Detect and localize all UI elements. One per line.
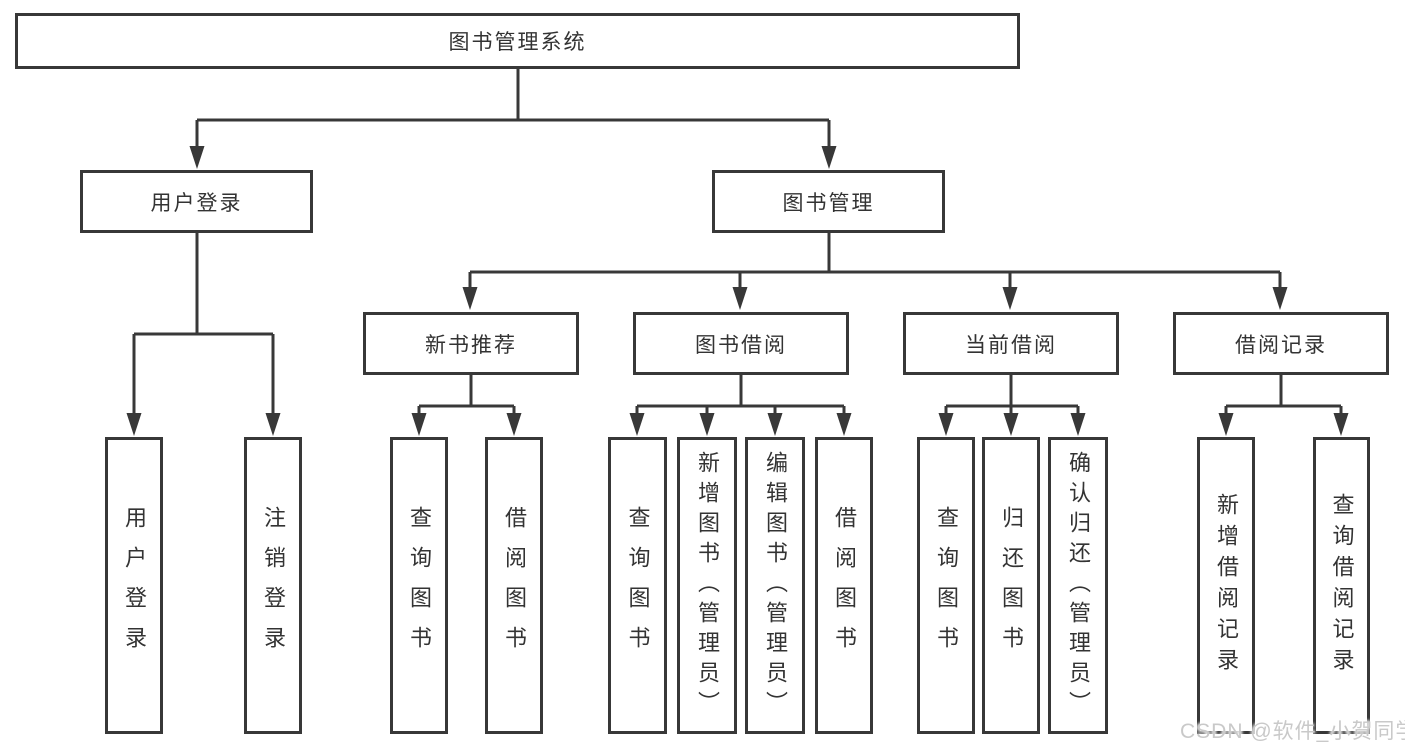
- node-label: 新书推荐: [425, 333, 517, 357]
- node-book-borrowing: 图书借阅: [633, 312, 849, 375]
- leaf-label: 编辑图书（管理员）: [763, 450, 788, 721]
- node-root-library-system: 图书管理系统: [15, 13, 1020, 69]
- leaf-label: 新增图书（管理员）: [695, 450, 720, 721]
- node-current-borrowing: 当前借阅: [903, 312, 1119, 375]
- node-label: 图书管理系统: [448, 31, 587, 54]
- node-label: 图书借阅: [695, 333, 787, 357]
- leaf-label: 注销登录: [261, 505, 286, 666]
- leaf-query-borrow-record: 查询借阅记录: [1313, 437, 1370, 734]
- leaf-label: 查询图书: [407, 505, 432, 666]
- leaf-label: 确认归还（管理员）: [1066, 450, 1091, 721]
- leaf-user-login: 用户登录: [105, 437, 163, 734]
- leaf-query-books-recommend: 查询图书: [390, 437, 448, 734]
- node-label: 图书管理: [782, 191, 875, 215]
- leaf-label: 查询借阅记录: [1329, 492, 1355, 679]
- leaf-label: 借阅图书: [832, 505, 857, 666]
- leaf-confirm-return-admin: 确认归还（管理员）: [1048, 437, 1108, 734]
- leaf-borrow-books: 借阅图书: [815, 437, 873, 734]
- leaf-edit-books-admin: 编辑图书（管理员）: [745, 437, 805, 734]
- node-label: 借阅记录: [1235, 333, 1327, 357]
- leaf-label: 查询图书: [934, 505, 959, 666]
- watermark: CSDN @软件_小贺同学: [1180, 720, 1405, 743]
- leaf-label: 归还图书: [999, 505, 1024, 666]
- node-user-login: 用户登录: [80, 170, 313, 233]
- leaf-label: 用户登录: [122, 505, 147, 666]
- leaf-logout: 注销登录: [244, 437, 302, 734]
- leaf-return-books: 归还图书: [982, 437, 1040, 734]
- node-book-management: 图书管理: [712, 170, 945, 233]
- leaf-label: 查询图书: [625, 505, 651, 666]
- node-new-book-recommend: 新书推荐: [363, 312, 579, 375]
- leaf-query-books-current: 查询图书: [917, 437, 975, 734]
- leaf-add-books-admin: 新增图书（管理员）: [677, 437, 737, 734]
- node-label: 用户登录: [150, 191, 243, 215]
- node-label: 当前借阅: [965, 333, 1057, 357]
- node-borrow-records: 借阅记录: [1173, 312, 1389, 375]
- leaf-borrow-books-recommend: 借阅图书: [485, 437, 543, 734]
- leaf-add-borrow-record: 新增借阅记录: [1197, 437, 1255, 734]
- leaf-label: 借阅图书: [502, 505, 527, 666]
- leaf-label: 新增借阅记录: [1214, 492, 1239, 679]
- leaf-query-books-borrow: 查询图书: [608, 437, 667, 734]
